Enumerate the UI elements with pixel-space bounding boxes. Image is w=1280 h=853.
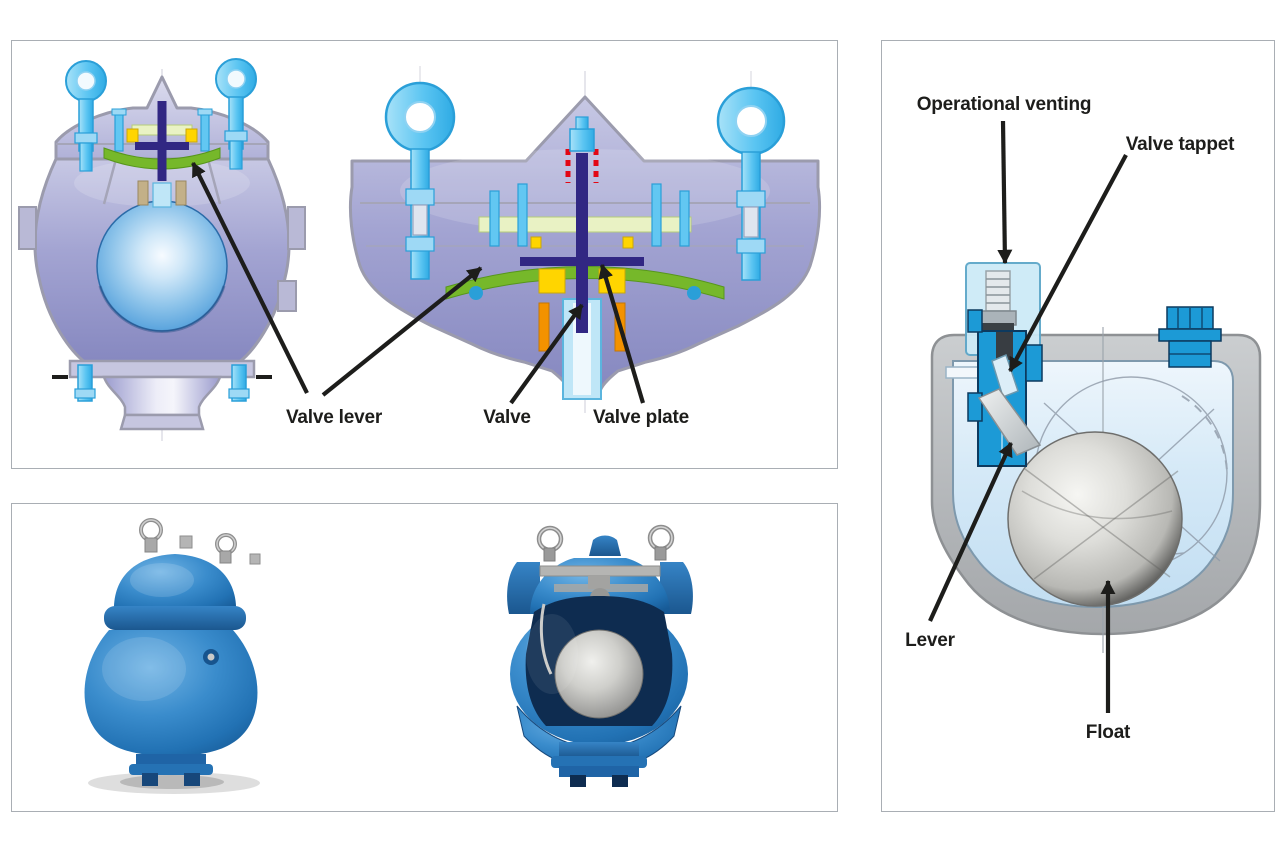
valve-arrow: [509, 303, 584, 405]
valve-lever-arrow-left: [191, 161, 309, 394]
valve-stem: [576, 153, 588, 333]
seat-bolts: [469, 183, 701, 300]
float-schematic-illustration: [928, 120, 1262, 713]
eye-bolts: [139, 518, 261, 565]
valve-plate-arrow: [598, 263, 646, 404]
valve-outlet: [102, 375, 222, 417]
valve-tappet-part: [991, 353, 1019, 398]
valve-cap: [113, 554, 237, 614]
label-float: Float: [1085, 722, 1131, 743]
lifting-eye-left: [384, 81, 456, 280]
float: [1007, 431, 1183, 607]
operational-venting-arrow: [997, 120, 1013, 265]
float-schematic-panel: Operational venting Valve tappet Lever F…: [881, 40, 1275, 812]
valve-lever-part: [103, 147, 221, 170]
lifting-eye-left: [65, 60, 107, 172]
float-ball: [554, 629, 644, 719]
lever-arrow: [928, 441, 1013, 622]
product-photos-illustration: [84, 518, 693, 794]
eye-bolts: [536, 524, 675, 562]
label-valve-tappet: Valve tappet: [1125, 134, 1235, 155]
label-operational-venting: Operational venting: [916, 94, 1092, 115]
cross-sections-panel: Valve lever Valve Valve plate: [11, 40, 838, 469]
air-valve-product-photo: [84, 518, 261, 794]
air-valve-cutaway-photo: [507, 524, 693, 787]
tappet-guide: [996, 332, 1013, 360]
valve-stem: [157, 101, 167, 181]
label-lever: Lever: [905, 630, 955, 651]
valve-tappet-arrow: [1008, 154, 1128, 372]
venting-assembly: [945, 262, 1043, 467]
valve-lever-arrow-right: [321, 266, 483, 397]
cross-sections-illustration: [18, 58, 822, 441]
product-photos-panel: [11, 503, 838, 812]
lever-part: [977, 388, 1042, 456]
lifting-eye-right: [716, 86, 786, 281]
plug-fitting: [1158, 306, 1222, 368]
label-valve-lever: Valve lever: [285, 407, 383, 428]
label-valve: Valve: [483, 407, 531, 428]
annotation-arrows: [928, 120, 1128, 713]
annotation-arrows: [191, 161, 646, 405]
air-valve-front-section: [18, 58, 306, 441]
label-valve-plate: Valve plate: [592, 407, 690, 428]
valve-mechanism: [103, 101, 221, 208]
lifting-eye-right: [215, 58, 257, 170]
air-valve-mechanism-section: [348, 66, 822, 413]
